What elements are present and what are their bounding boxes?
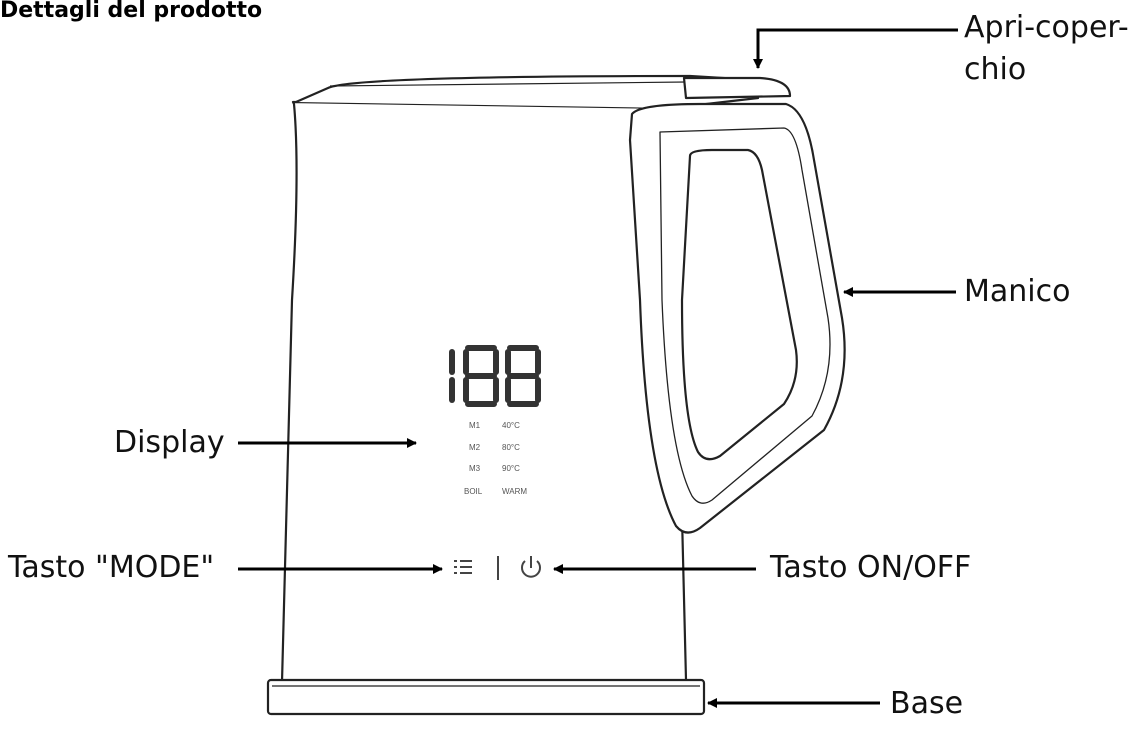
mode-program-2: M2 xyxy=(469,443,481,452)
label-lid-opener-line2: chio xyxy=(964,52,1027,87)
mode-program-3: M3 xyxy=(469,464,481,473)
kettle-base xyxy=(266,678,706,716)
label-power-button: Tasto ON/OFF xyxy=(770,550,972,585)
label-lid-opener-line1: Apri-coper- xyxy=(964,10,1129,45)
callout-arrows xyxy=(238,28,958,708)
label-display: Display xyxy=(114,425,225,460)
mode-program-4: BOIL xyxy=(464,487,483,496)
mode-setting-2: 80°C xyxy=(502,443,520,452)
handle-opening xyxy=(680,148,798,461)
arrow-lid-opener xyxy=(753,28,958,69)
label-mode-button: Tasto "MODE" xyxy=(8,550,215,585)
mode-setting-4: WARM xyxy=(502,487,527,496)
display-digits xyxy=(449,345,541,407)
diagram-title: Dettagli del prodotto xyxy=(0,0,263,23)
kettle-body xyxy=(266,74,846,716)
mode-setting-1: 40°C xyxy=(502,421,520,430)
power-icon[interactable] xyxy=(521,556,541,578)
mode-program-1: M1 xyxy=(469,421,481,430)
label-base: Base xyxy=(890,686,964,721)
lid-opener xyxy=(682,76,792,100)
display-modes: M1 40°C M2 80°C M3 90°C BOIL WARM xyxy=(464,421,527,496)
label-handle: Manico xyxy=(964,274,1071,309)
list-icon[interactable] xyxy=(454,560,472,574)
mode-setting-3: 90°C xyxy=(502,464,520,473)
